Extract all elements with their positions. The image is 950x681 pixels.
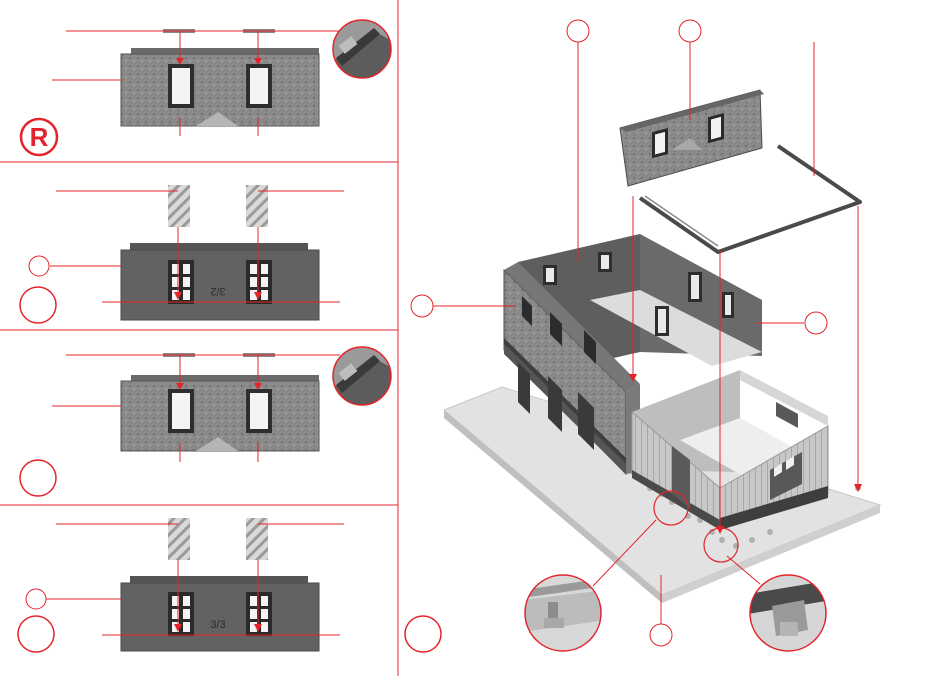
registered-badge-icon: R [21, 119, 57, 155]
magnifier-circle-icon [748, 572, 832, 656]
part-number-circle-small [29, 256, 49, 276]
step-1-panel: R [21, 18, 394, 155]
window-opening-right [250, 393, 268, 429]
part-callout-circle [650, 624, 672, 646]
step-number-circle [18, 616, 54, 652]
step-number-circle [20, 460, 56, 496]
part-callout-circle [805, 312, 827, 334]
wall-marking: 3/3 [210, 619, 225, 631]
exploded-building-view [405, 20, 880, 656]
magnifier-circle-icon [522, 572, 606, 656]
step-2-panel: 3/2 [20, 185, 344, 323]
part-callout-circle [411, 295, 433, 317]
inner-wall [121, 583, 319, 651]
window-opening-left [172, 68, 190, 104]
floating-stone-wall [620, 90, 762, 186]
step-4-panel: 3/3 [18, 518, 344, 652]
window-frame-left [168, 592, 194, 636]
step-number-circle [405, 616, 441, 652]
wall-marking: 3/2 [210, 285, 225, 297]
badge-label: R [30, 122, 49, 152]
window-opening-right [250, 68, 268, 104]
step-3-panel [20, 345, 394, 496]
part-callout-circle [679, 20, 701, 42]
part-number-circle-small [26, 589, 46, 609]
inner-wall [121, 250, 319, 320]
part-callout-circle [567, 20, 589, 42]
window-frame-left [168, 260, 194, 304]
magnifier-circle-icon [330, 18, 394, 82]
window-opening-left [172, 393, 190, 429]
step-number-circle [20, 287, 56, 323]
